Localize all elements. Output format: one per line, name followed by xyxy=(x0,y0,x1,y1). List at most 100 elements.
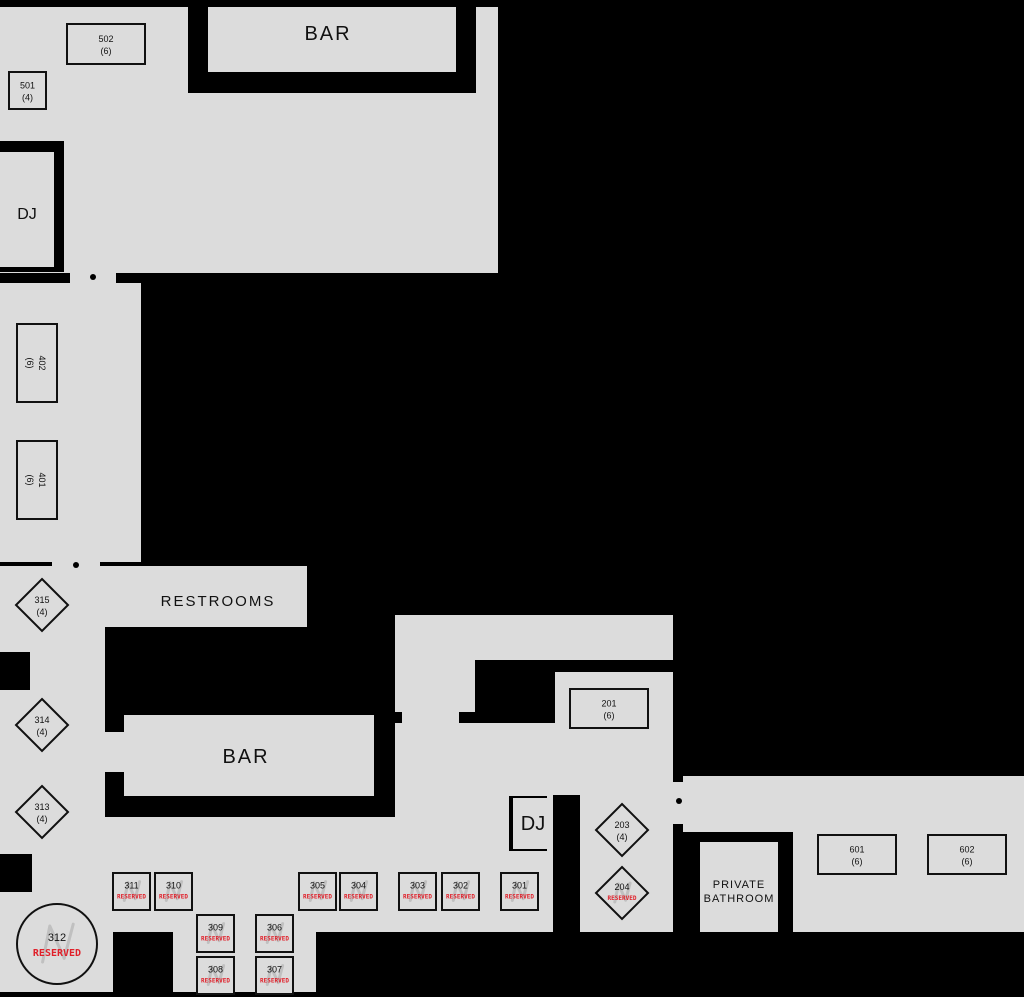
table-number: 203 xyxy=(614,820,629,830)
table-shape xyxy=(66,23,146,65)
table-seats: (4) xyxy=(37,607,48,617)
bar-middle-label: BAR xyxy=(222,746,269,768)
table-shape xyxy=(255,914,294,953)
logo-watermark-icon xyxy=(308,880,328,902)
table-number: 303 xyxy=(410,881,425,891)
table-number: 310 xyxy=(166,881,181,891)
table-number: 602 xyxy=(959,845,974,855)
door-marker-middle xyxy=(73,562,79,568)
logo-watermark-icon xyxy=(349,880,369,902)
table-number: 402 xyxy=(37,355,47,370)
dj-bracket-bottom xyxy=(509,849,547,851)
table-number: 301 xyxy=(512,881,527,891)
dj-top-label: DJ xyxy=(17,206,37,223)
logo-watermark-icon xyxy=(265,964,285,986)
table-number: 313 xyxy=(34,802,49,812)
room-labels: BAR DJ RESTROOMS BAR DJ PRIVATE BATHROOM xyxy=(17,23,775,905)
center-gap xyxy=(395,627,403,712)
dj-bottom-label: DJ xyxy=(521,813,545,835)
pillar-2 xyxy=(0,854,32,892)
private-bathroom-label-1: PRIVATE xyxy=(713,879,765,891)
table-number: 315 xyxy=(34,595,49,605)
table-315[interactable]: 315(4) xyxy=(14,577,70,633)
table-number: 307 xyxy=(267,965,282,975)
table-601[interactable]: 601(6) xyxy=(817,834,897,875)
table-number: 309 xyxy=(208,923,223,933)
table-501[interactable]: 501(4) xyxy=(8,71,47,110)
lower-nook xyxy=(173,930,316,992)
table-203[interactable]: 203(4) xyxy=(594,802,650,858)
table-shape xyxy=(817,834,897,875)
table-313[interactable]: 313(4) xyxy=(14,784,70,840)
table-seats: (4) xyxy=(37,727,48,737)
table-number: 501 xyxy=(20,81,35,91)
logo-watermark-icon xyxy=(206,964,226,986)
table-number: 601 xyxy=(849,845,864,855)
logo-watermark-icon xyxy=(206,922,226,944)
table-shape xyxy=(16,323,58,403)
table-shape xyxy=(14,784,70,840)
table-number: 204 xyxy=(614,882,629,892)
table-seats: (6) xyxy=(852,857,863,867)
reserved-label: RESERVED xyxy=(344,894,373,901)
right-room-floor xyxy=(683,776,1024,832)
table-314[interactable]: 314(4) xyxy=(14,697,70,753)
reserved-label: RESERVED xyxy=(159,894,188,901)
table-shape xyxy=(569,688,649,729)
logo-watermark-icon xyxy=(613,881,632,904)
restrooms-label: RESTROOMS xyxy=(161,593,276,610)
table-401[interactable]: 401(6) xyxy=(16,440,58,520)
logo-watermark-icon xyxy=(510,880,530,902)
table-seats: (6) xyxy=(25,475,35,486)
table-seats: (6) xyxy=(962,857,973,867)
table-seats: (4) xyxy=(617,832,628,842)
table-seats: (4) xyxy=(37,814,48,824)
table-shape xyxy=(8,71,47,110)
reserved-label: RESERVED xyxy=(446,894,475,901)
reserved-label: RESERVED xyxy=(33,948,81,959)
middle-bar-opening xyxy=(105,732,125,772)
table-number: 308 xyxy=(208,965,223,975)
top-dj-booth xyxy=(0,152,54,267)
table-number: 305 xyxy=(310,881,325,891)
private-bathroom-label-2: BATHROOM xyxy=(704,893,775,905)
dj-bracket-left xyxy=(509,796,513,851)
door-marker-upper xyxy=(90,274,96,280)
table-number: 311 xyxy=(124,881,138,891)
dj-bracket-top xyxy=(509,796,547,798)
table-number: 302 xyxy=(453,881,468,891)
table-shape xyxy=(927,834,1007,875)
reserved-label: RESERVED xyxy=(201,936,230,943)
reserved-label: RESERVED xyxy=(260,936,289,943)
table-shape xyxy=(14,697,70,753)
table-201[interactable]: 201(6) xyxy=(569,688,649,729)
table-502[interactable]: 502(6) xyxy=(66,23,146,65)
reserved-label: RESERVED xyxy=(608,895,637,902)
logo-watermark-icon xyxy=(265,922,285,944)
table-402[interactable]: 402(6) xyxy=(16,323,58,403)
reserved-label: RESERVED xyxy=(260,978,289,985)
center-wall-cut xyxy=(459,660,475,712)
center-notch-left xyxy=(395,712,402,723)
top-bar-counter xyxy=(208,7,456,72)
table-seats: (6) xyxy=(604,711,615,721)
table-602[interactable]: 602(6) xyxy=(927,834,1007,875)
table-shape xyxy=(298,872,337,911)
reserved-label: RESERVED xyxy=(201,978,230,985)
table-shape xyxy=(594,802,650,858)
table-number: 502 xyxy=(98,34,113,44)
